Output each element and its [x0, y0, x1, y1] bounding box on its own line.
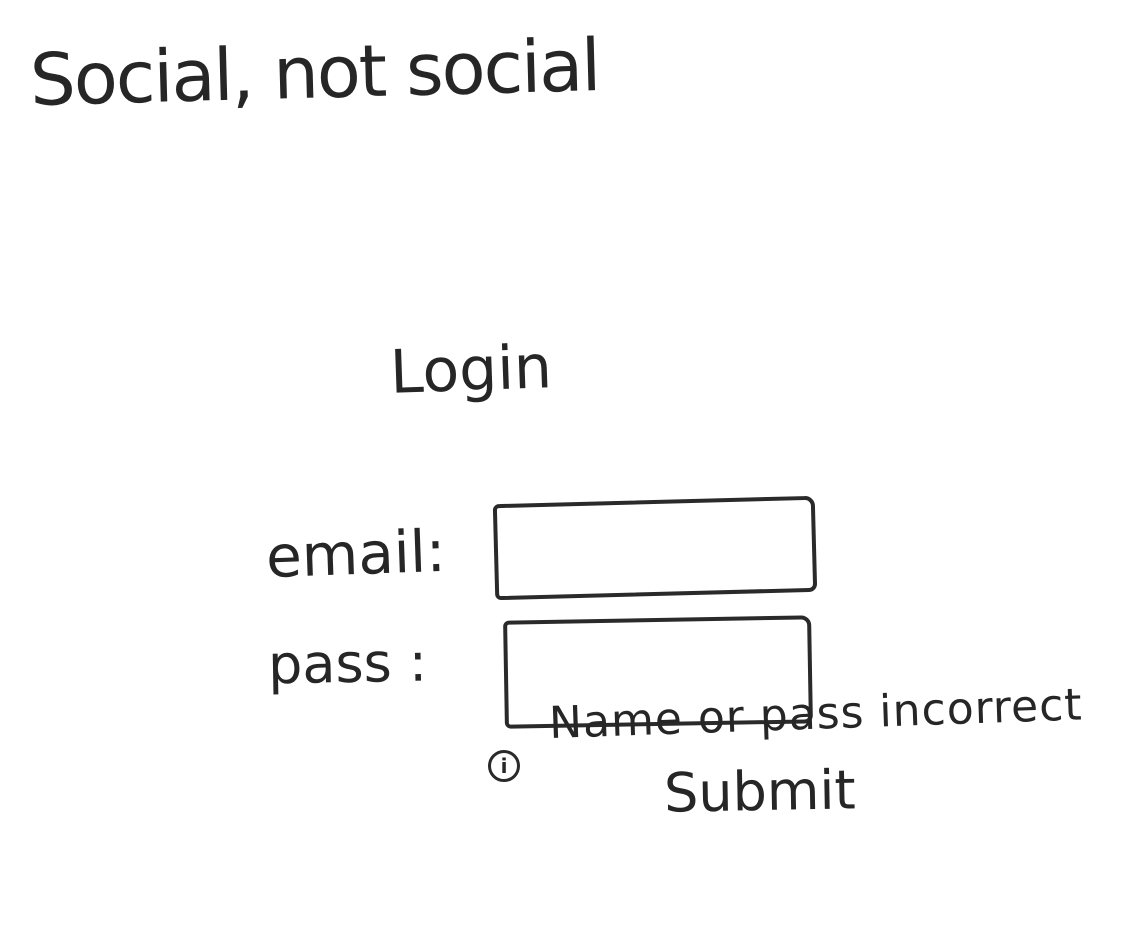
error-message: Name or pass incorrect: [548, 679, 1084, 749]
app-title: Social, not social: [28, 23, 601, 122]
submit-button[interactable]: Submit: [663, 758, 857, 825]
info-icon: i: [488, 750, 520, 782]
email-label: email:: [264, 516, 447, 592]
login-heading: Login: [388, 332, 554, 408]
error-message-row: i Name or pass incorrect: [488, 679, 1118, 782]
email-field[interactable]: [492, 495, 818, 601]
pass-label: pass :: [267, 630, 428, 697]
